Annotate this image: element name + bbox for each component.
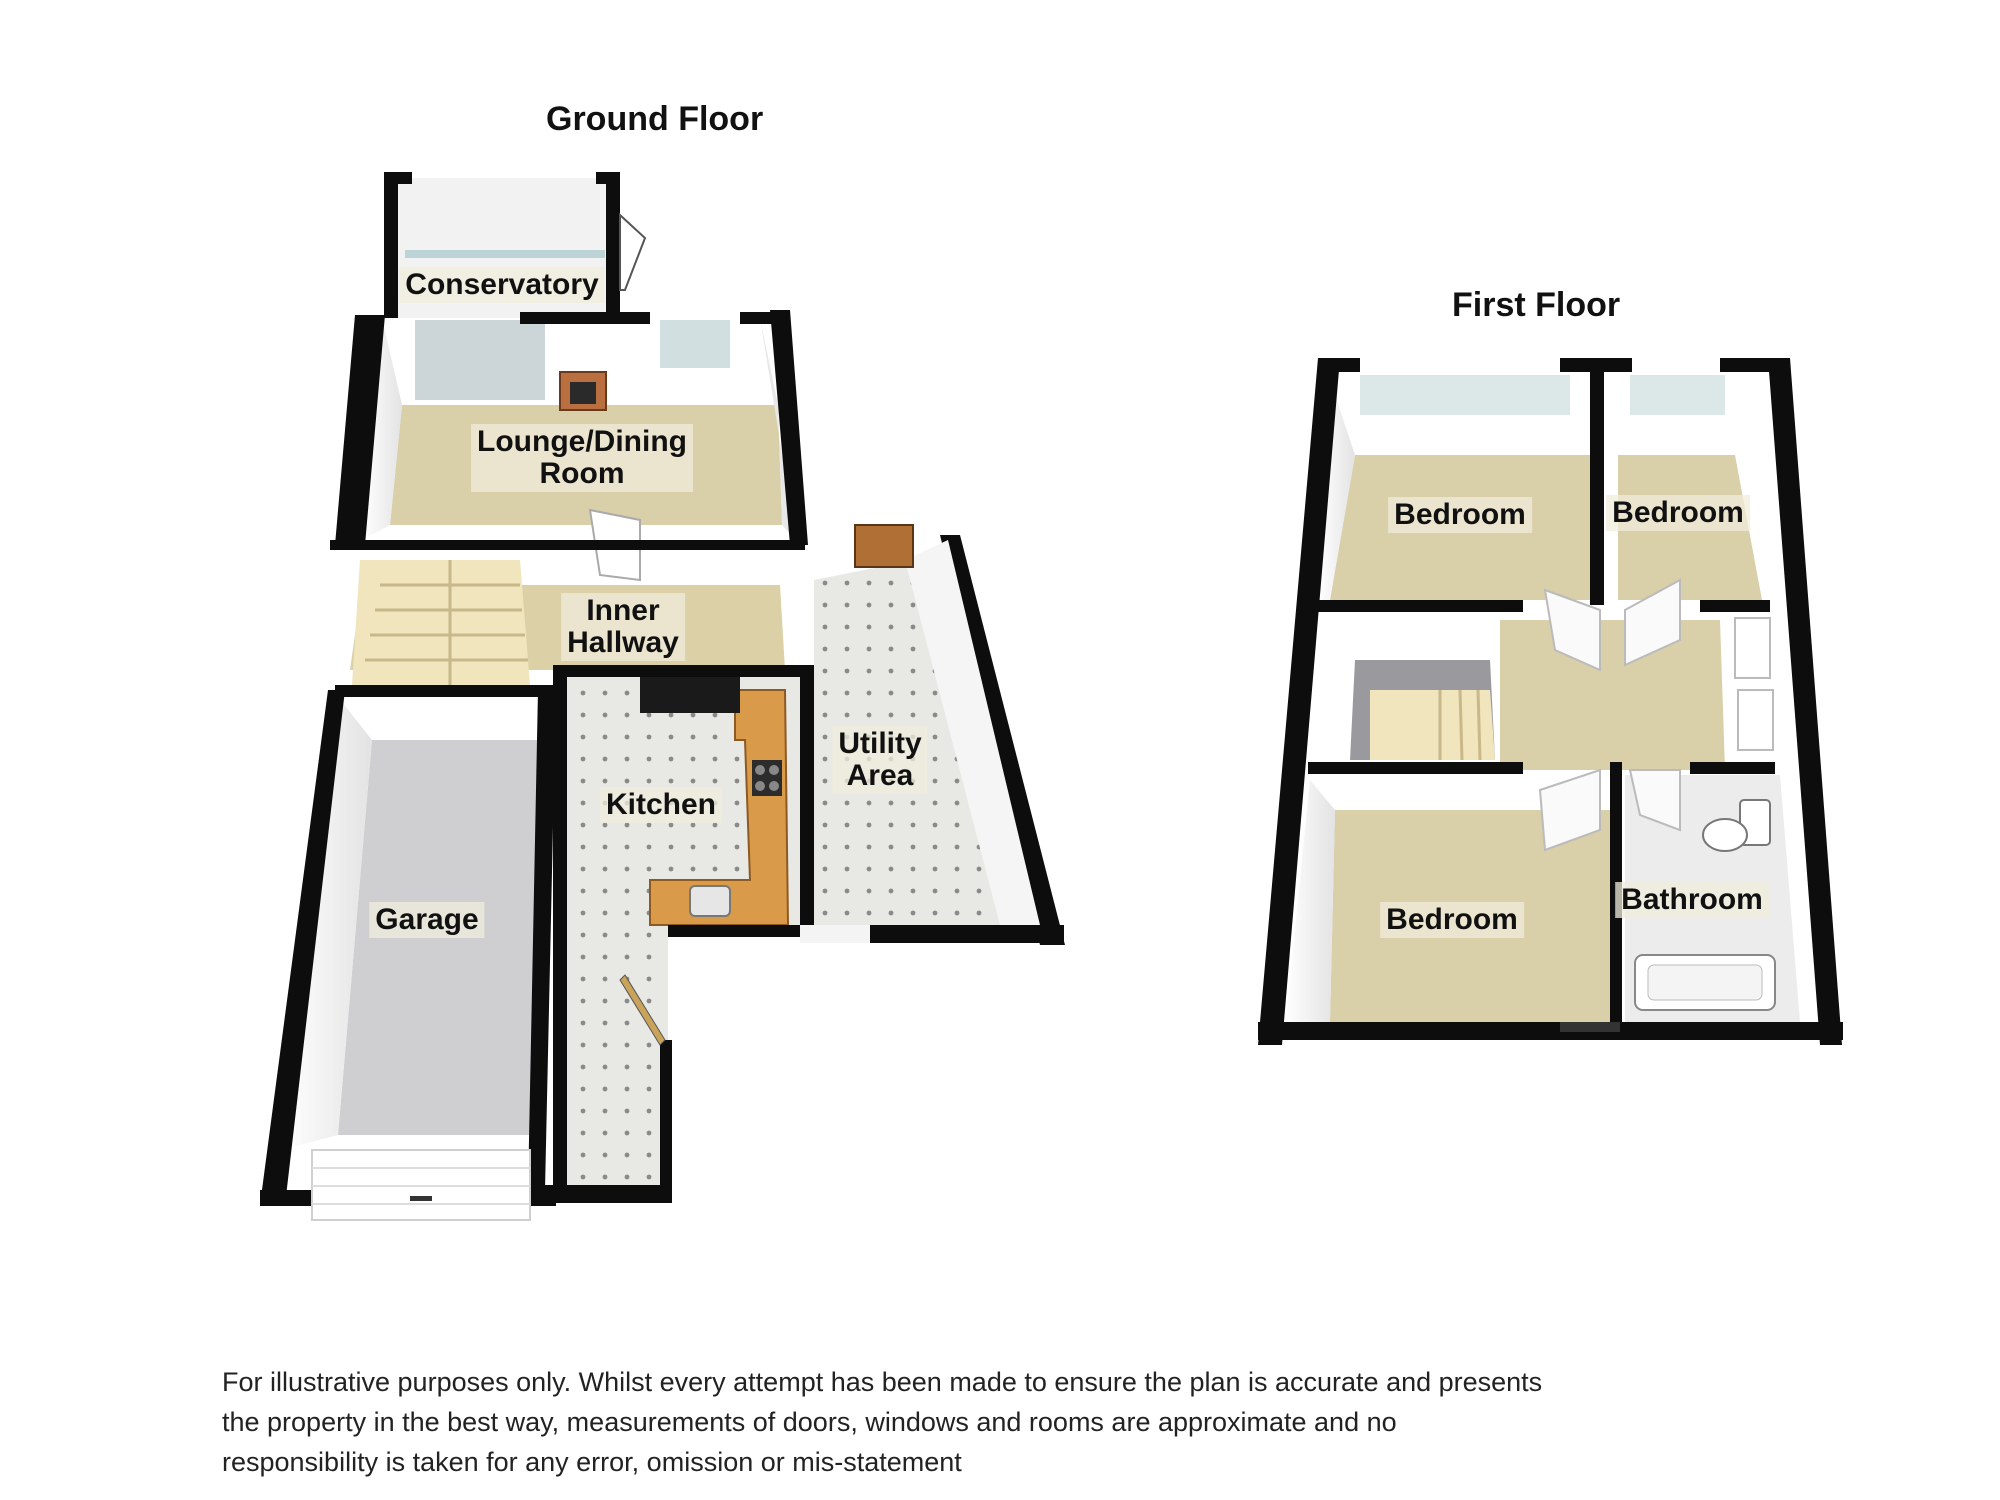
bedroom-1-room [1318,375,1600,600]
lounge-dining-label-line2: Room [539,457,625,490]
first-floor-title: First Floor [1452,286,1621,324]
bedroom-3-label: Bedroom [1380,902,1524,938]
first-floor-plan [1258,358,1843,1045]
ground-floor-plan [260,172,1065,1221]
inner-hallway-label: Inner Hallway [561,593,685,661]
staircase [352,560,530,685]
conservatory-label: Conservatory [399,267,605,303]
disclaimer-line-2: the property in the best way, measuremen… [222,1407,1397,1437]
inner-hallway-label-line2: Hallway [567,626,679,659]
lounge-dining-label-line1: Lounge/Dining [477,425,687,458]
landing-area [1318,578,1772,770]
bedroom-1-label: Bedroom [1388,497,1532,533]
first-floor-walls [1258,358,1843,1045]
ground-floor-title: Ground Floor [546,100,764,138]
disclaimer-line-1: For illustrative purposes only. Whilst e… [222,1367,1543,1397]
garage-door [311,1149,531,1221]
utility-area-label-line1: Utility [838,727,922,760]
utility-area-label: Utility Area [832,726,928,794]
inner-hallway-label-line1: Inner [586,594,660,627]
bedroom-2-label: Bedroom [1606,495,1750,531]
first-floor-staircase [1350,660,1495,761]
bathroom-label: Bathroom [1615,882,1769,918]
lounge-dining-label: Lounge/Dining Room [471,424,693,492]
toilet-fixture [1702,799,1771,852]
bath-fixture [1634,954,1776,1011]
garage-label: Garage [369,902,485,938]
kitchen-room [545,665,814,1203]
garage-room [260,690,556,1221]
utility-area-room [800,524,1065,945]
utility-area-label-line2: Area [846,759,914,792]
disclaimer-line-3: responsibility is taken for any error, o… [222,1447,962,1477]
disclaimer-text: For illustrative purposes only. Whilst e… [222,1362,1782,1482]
kitchen-label: Kitchen [599,787,723,823]
kitchen-counter [649,689,790,926]
